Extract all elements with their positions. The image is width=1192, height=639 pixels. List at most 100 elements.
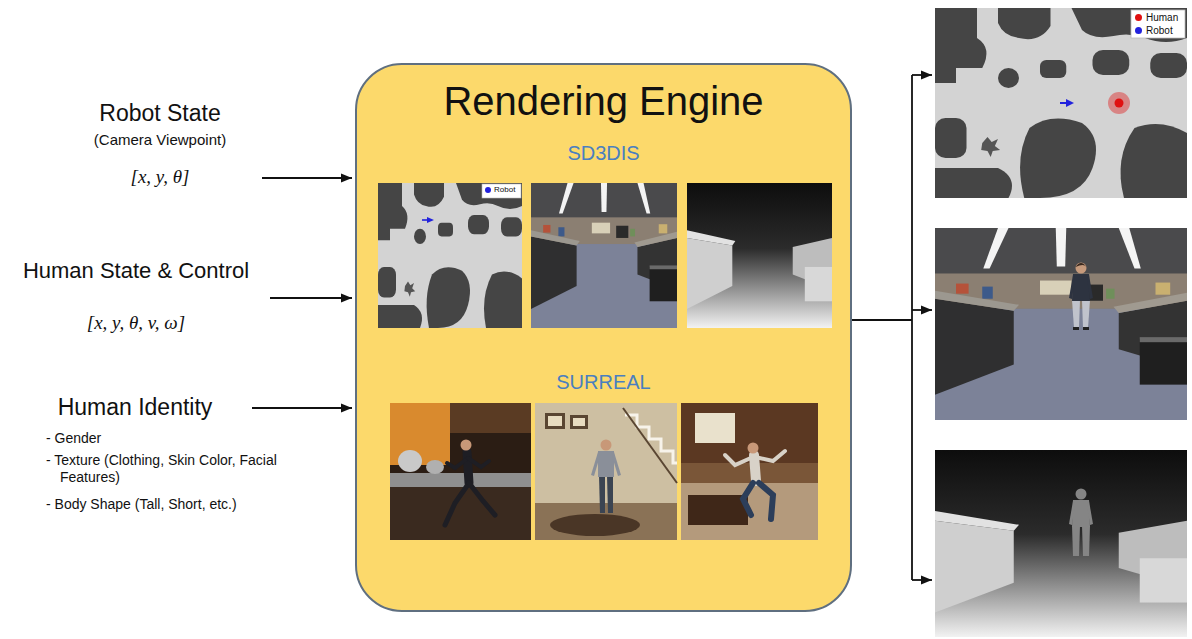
surreal-living-room bbox=[535, 403, 677, 540]
figure-leg bbox=[759, 483, 773, 519]
legend-swatch bbox=[1135, 14, 1142, 21]
robot-marker bbox=[427, 217, 434, 223]
input-heading: Human State & Control bbox=[4, 258, 268, 284]
list-item: - Gender bbox=[46, 430, 286, 447]
figure-leg bbox=[445, 483, 469, 525]
office-image bbox=[935, 228, 1187, 420]
output-depth bbox=[935, 450, 1187, 637]
input-arrows bbox=[252, 178, 352, 408]
figure-shoe bbox=[1083, 327, 1089, 330]
figure-hair bbox=[1076, 263, 1087, 267]
sd3dis-photo bbox=[531, 183, 677, 328]
input-arrow bbox=[252, 407, 352, 409]
office-image bbox=[531, 183, 677, 328]
figure-head bbox=[461, 440, 472, 451]
scene-figure bbox=[445, 452, 495, 525]
output-arrow bbox=[912, 579, 932, 581]
input-heading: Human Identity bbox=[20, 394, 250, 422]
map-image bbox=[378, 183, 522, 328]
scene-ground bbox=[681, 403, 818, 540]
output-map bbox=[935, 8, 1187, 198]
scene-window bbox=[695, 413, 735, 443]
legend-entry: Robot bbox=[1135, 25, 1173, 36]
silhouette-head bbox=[1076, 489, 1087, 500]
scene-frame bbox=[573, 418, 585, 426]
figure-torso bbox=[754, 455, 756, 481]
scene-kettle bbox=[426, 460, 444, 474]
bracket-stem bbox=[852, 319, 912, 321]
legend-box bbox=[482, 184, 521, 198]
scene-cabinet bbox=[450, 403, 531, 433]
sd3dis-map bbox=[378, 183, 522, 328]
scene-ground bbox=[535, 403, 677, 540]
scene-frame bbox=[545, 413, 565, 429]
scene-ground bbox=[390, 403, 531, 540]
scene-frame bbox=[548, 416, 562, 426]
depth-image bbox=[687, 183, 832, 328]
scene-floor bbox=[535, 503, 677, 540]
silhouette-leg bbox=[1072, 526, 1080, 556]
human-marker bbox=[1115, 99, 1124, 108]
scene-table bbox=[550, 514, 640, 536]
engine-box: Rendering EngineSD3DIS SURREAL Robot bbox=[355, 63, 852, 612]
scene-floor bbox=[681, 483, 818, 540]
list-item: - Body Shape (Tall, Short, etc.) bbox=[46, 496, 286, 513]
figure-arm bbox=[591, 452, 600, 476]
scene-counter bbox=[681, 463, 818, 483]
label-holder: - Texture (Clothing, Skin Color, Facial … bbox=[46, 452, 286, 486]
map-image bbox=[935, 8, 1187, 198]
label-holder: - Body Shape (Tall, Short, etc.) bbox=[46, 496, 286, 513]
silhouette-arm bbox=[1069, 501, 1075, 525]
label-holder: Robot State bbox=[40, 100, 280, 128]
label-holder: Human Identity bbox=[20, 394, 250, 422]
figure-arm bbox=[725, 455, 753, 465]
engine-title: Rendering Engine bbox=[355, 77, 852, 125]
robot-marker bbox=[422, 219, 428, 221]
figure-arm bbox=[755, 451, 785, 461]
dataset-heading: SURREAL bbox=[355, 370, 852, 394]
figure-arm bbox=[468, 458, 489, 467]
depth-image bbox=[935, 450, 1187, 637]
figure-leg bbox=[1082, 300, 1090, 328]
silhouette-arm bbox=[1087, 501, 1093, 525]
scene-railing bbox=[623, 408, 677, 483]
output-photo bbox=[935, 228, 1187, 420]
figure-head bbox=[748, 443, 759, 454]
figure-leg bbox=[599, 475, 605, 513]
human-zone bbox=[1108, 92, 1130, 114]
figure-head bbox=[1076, 263, 1087, 274]
figure-torso bbox=[598, 451, 614, 477]
output-arrow bbox=[912, 309, 932, 311]
engine-fill bbox=[356, 64, 851, 611]
state-vector: [x, y, θ] bbox=[40, 166, 280, 189]
output-bracket bbox=[852, 75, 932, 580]
human-figure bbox=[1069, 263, 1093, 331]
output-arrow bbox=[912, 74, 932, 76]
label-holder: [x, y, θ] bbox=[40, 166, 280, 189]
input-arrow bbox=[262, 177, 352, 179]
figure-arm bbox=[1069, 275, 1075, 299]
figure-leg bbox=[607, 475, 613, 513]
label-holder: (Camera Viewpoint) bbox=[40, 131, 280, 149]
input-heading: Robot State bbox=[40, 100, 280, 128]
label-holder: Human State & Control bbox=[4, 258, 268, 284]
dataset-heading: SD3DIS bbox=[355, 141, 852, 165]
scene-figure bbox=[725, 451, 785, 519]
legend-swatch bbox=[1135, 27, 1142, 34]
list-item: - Texture (Clothing, Skin Color, Facial … bbox=[46, 452, 286, 486]
legend-text: Robot bbox=[494, 186, 515, 195]
legend-text: Robot bbox=[1146, 25, 1173, 36]
human-silhouette bbox=[1069, 489, 1093, 557]
legend-box bbox=[1131, 10, 1185, 38]
sd3dis-depth bbox=[687, 183, 832, 328]
figure-head bbox=[601, 440, 612, 451]
legend-entry: Human bbox=[1135, 12, 1178, 23]
input-arrow bbox=[270, 297, 352, 299]
legend-text: Human bbox=[1146, 12, 1178, 23]
surreal-kitchen-two bbox=[681, 403, 818, 540]
figure-leg bbox=[469, 483, 495, 515]
scene-kettle bbox=[398, 450, 422, 472]
figure-arm bbox=[612, 452, 621, 476]
legend-swatch bbox=[485, 187, 491, 193]
